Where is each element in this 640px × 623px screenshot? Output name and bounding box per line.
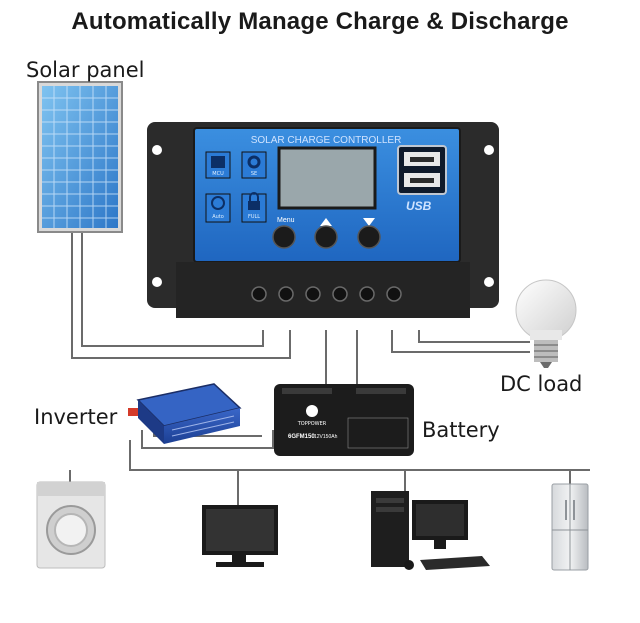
terminal-block <box>176 262 470 318</box>
lock-icon: FULL <box>241 192 267 223</box>
solar-panel-icon <box>37 81 123 233</box>
refrigerator-icon <box>551 483 589 571</box>
svg-text:MCU: MCU <box>212 171 224 177</box>
up-arrow-icon <box>320 218 332 226</box>
battery-label: Battery <box>422 418 500 442</box>
wires <box>69 233 590 505</box>
diagram-title: Automatically Manage Charge & Discharge <box>71 8 569 35</box>
dc-load-label: DC load <box>500 372 583 396</box>
washing-machine-icon <box>36 481 106 569</box>
battery-model: 6GFM150 <box>288 434 315 440</box>
down-button[interactable] <box>357 225 381 249</box>
solar-panel-label: Solar panel <box>26 58 145 82</box>
battery-brand: TOPPOWER <box>297 421 327 427</box>
menu-button-label: Menu <box>277 217 295 224</box>
light-bulb-icon <box>515 279 577 368</box>
svg-text:SE: SE <box>251 171 257 177</box>
monitor-icon <box>202 505 278 567</box>
inverter-icon <box>128 383 242 444</box>
lcd-screen <box>277 146 377 210</box>
mcu-control-icon: MCU <box>205 151 231 179</box>
down-arrow-icon <box>363 218 375 226</box>
controller-header: SOLAR CHARGE CONTROLLER <box>251 135 402 146</box>
battery-icon: TOPPOWER 6GFM150 12V150Ah <box>274 384 414 456</box>
gear-icon: SE <box>241 151 267 179</box>
usb-ports <box>397 145 447 195</box>
desktop-computer-icon <box>371 491 490 570</box>
svg-text:FULL: FULL <box>248 214 260 220</box>
charge-controller: SOLAR CHARGE CONTROLLER MCU SE Auto FULL <box>147 122 499 318</box>
usb-label: USB <box>406 199 432 213</box>
clock-icon: Auto <box>205 193 231 223</box>
svg-text:Auto: Auto <box>212 214 224 220</box>
menu-button[interactable] <box>272 225 296 249</box>
up-button[interactable] <box>314 225 338 249</box>
battery-spec: 12V150Ah <box>314 434 338 440</box>
inverter-label: Inverter <box>34 405 118 429</box>
